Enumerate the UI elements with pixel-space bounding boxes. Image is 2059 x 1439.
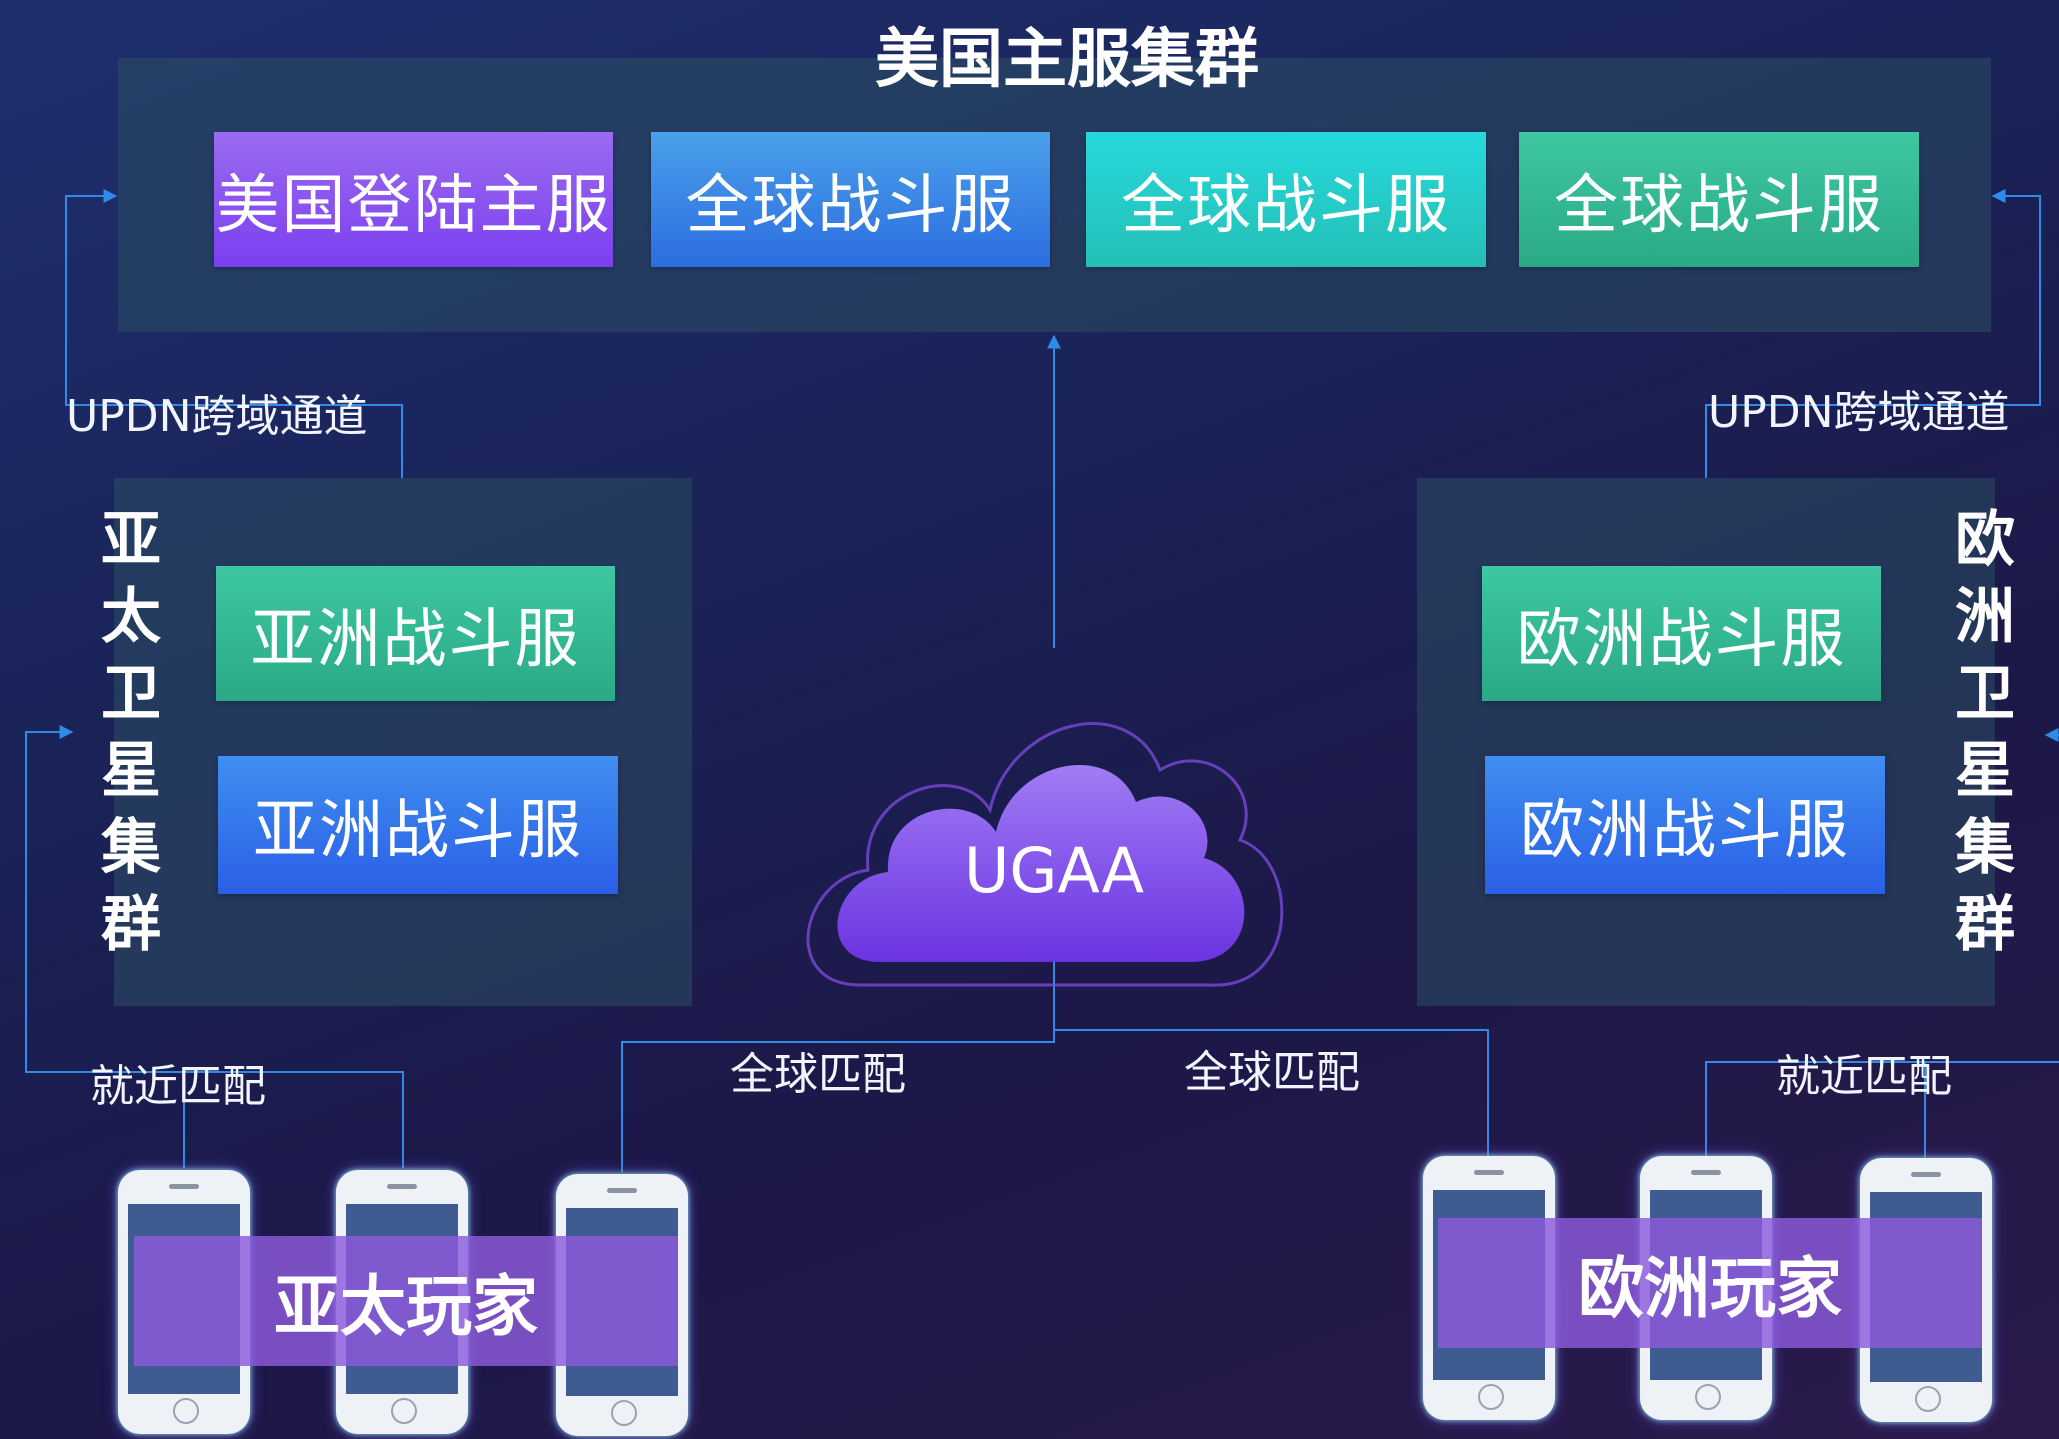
right-channel-line [1705, 189, 2041, 478]
cloud-icon [806, 722, 1284, 987]
left-channel-label: UPDN跨域通道 [66, 391, 368, 442]
global-battle-server-3[interactable]: 全球战斗服 [1519, 132, 1919, 267]
us-cluster-title: 美国主服集群 [875, 23, 1259, 97]
asia-battle-server-2[interactable]: 亚洲战斗服 [218, 756, 618, 894]
global-battle-server-1[interactable]: 全球战斗服 [651, 132, 1050, 267]
left-nearby-line [25, 725, 404, 1168]
asia-cluster-panel [114, 478, 692, 1006]
europe-battle-server-1[interactable]: 欧洲战斗服 [1482, 566, 1881, 701]
europe-players-label: 欧洲玩家 [1438, 1218, 1982, 1348]
global-match-label-right: 全球匹配 [1184, 1047, 1360, 1098]
asia-cluster-title: 亚太卫星集群 [101, 505, 161, 960]
global-battle-server-2[interactable]: 全球战斗服 [1086, 132, 1486, 267]
global-match-line [621, 912, 1061, 1172]
europe-cluster-panel [1417, 478, 1995, 1006]
us-login-server[interactable]: 美国登陆主服 [214, 132, 613, 267]
global-match-line-right [1054, 1029, 1489, 1160]
europe-cluster-title: 欧洲卫星集群 [1955, 505, 2015, 960]
right-nearby-label: 就近匹配 [1776, 1051, 1952, 1102]
right-nearby-line [1705, 1061, 2059, 1160]
right-channel-label: UPDN跨域通道 [1708, 387, 2010, 438]
left-channel-line [65, 189, 403, 478]
gateway-label: UGAA [964, 834, 1144, 907]
left-nearby-label: 就近匹配 [90, 1061, 266, 1112]
global-match-label-left: 全球匹配 [730, 1049, 906, 1100]
asia-battle-server-1[interactable]: 亚洲战斗服 [216, 566, 615, 701]
asia-players-label: 亚太玩家 [134, 1236, 678, 1366]
europe-battle-server-2[interactable]: 欧洲战斗服 [1485, 756, 1885, 894]
